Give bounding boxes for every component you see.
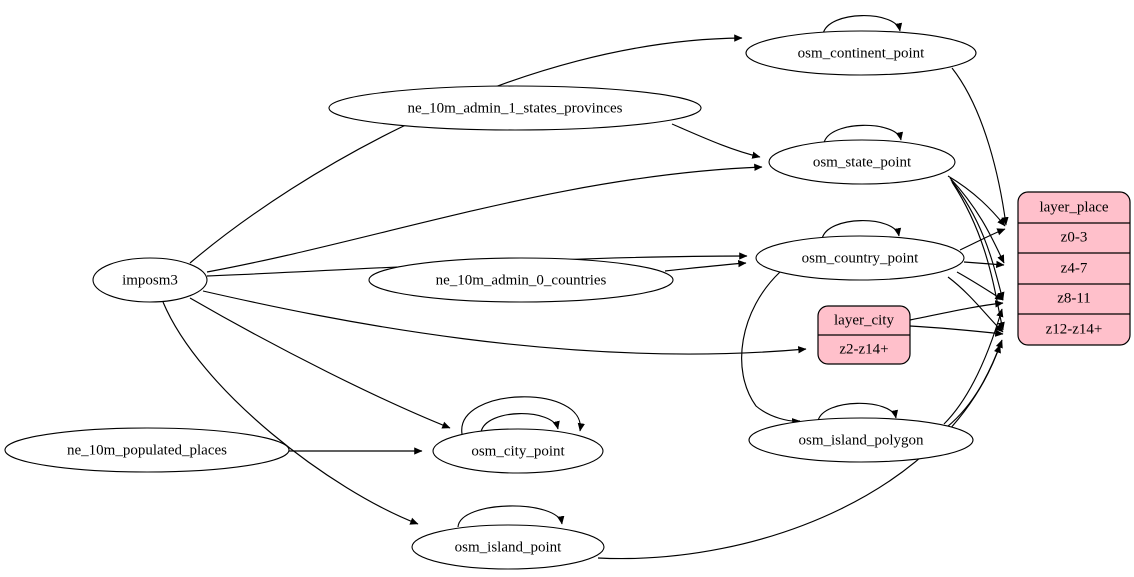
node-imposm3[interactable]: imposm3	[92, 257, 208, 303]
record-title-layer-city: layer_city	[834, 312, 894, 328]
record-title-layer-place: layer_place	[1039, 199, 1108, 215]
edge-layer-city-layer-place-z8-11	[909, 300, 1004, 321]
node-osm-country-point[interactable]: osm_country_point	[755, 235, 965, 281]
edge-self-osm-continent-point	[822, 15, 903, 35]
edge-layer-city-layer-place-z12-z14	[909, 325, 1004, 337]
record-layer-city[interactable]: layer_city z2-z14+	[817, 305, 911, 365]
edge-self-osm-state-point	[823, 124, 904, 144]
record-row-layer-place-0[interactable]: z0-3	[1061, 229, 1088, 245]
node-layer: imposm3 ne_10m_admin_1_states_provinces …	[4, 30, 977, 570]
edge-self-osm-island-polygon	[817, 402, 899, 422]
edge-self-osm-city-point-inner	[480, 413, 560, 433]
node-osm-state-point[interactable]: osm_state_point	[768, 139, 956, 185]
node-osm-continent-point[interactable]: osm_continent_point	[745, 30, 977, 76]
edge-osm-country-point-layer-place-z8-11	[956, 271, 1004, 301]
node-label-osm-country-point: osm_country_point	[802, 250, 919, 266]
edge-self-osm-city-point-outer	[461, 396, 585, 435]
node-label-imposm3: imposm3	[122, 272, 178, 288]
edge-layer	[162, 15, 1009, 560]
node-ne-10m-admin-1-states-provinces[interactable]: ne_10m_admin_1_states_provinces	[328, 85, 702, 131]
edge-imposm3-layer-city	[202, 290, 807, 355]
record-row-layer-city-0[interactable]: z2-z14+	[839, 341, 888, 357]
edge-self-osm-country-point	[821, 220, 902, 240]
edge-osm-island-point-layer-place-z12-z14	[597, 344, 1001, 560]
node-label-ne-countries: ne_10m_admin_0_countries	[436, 272, 607, 288]
edge-osm-country-point-layer-place-z0-3	[959, 228, 1006, 251]
edge-imposm3-osm-state-point	[206, 163, 763, 273]
node-label-osm-city-point: osm_city_point	[471, 443, 565, 459]
edge-ne-states-osm-state-point	[671, 123, 761, 159]
edge-osm-state-point-layer-place-z0-3	[947, 175, 1006, 227]
edge-imposm3-osm-city-point	[189, 297, 451, 429]
edge-osm-island-polygon-layer-place-z12-z14	[946, 339, 1003, 428]
node-label-osm-island-polygon: osm_island_polygon	[798, 432, 924, 448]
node-label-osm-state-point: osm_state_point	[813, 154, 912, 170]
node-ne-10m-admin-0-countries[interactable]: ne_10m_admin_0_countries	[368, 257, 674, 303]
edge-ne-countries-osm-country-point	[664, 259, 747, 272]
record-row-layer-place-3[interactable]: z12-z14+	[1046, 321, 1103, 337]
edge-imposm3-osm-continent-point	[189, 34, 743, 264]
edge-osm-state-point-layer-place-z8-11	[950, 179, 1005, 301]
record-layer: layer_city z2-z14+ layer_place z0-3 z4-7…	[817, 191, 1131, 365]
node-label-ne-states: ne_10m_admin_1_states_provinces	[408, 100, 623, 116]
record-row-layer-place-1[interactable]: z4-7	[1061, 260, 1088, 276]
edge-osm-continent-point-layer-place-z0-3	[951, 67, 1009, 226]
edge-self-osm-island-point	[457, 505, 565, 528]
edge-osm-island-polygon-layer-place-z8-11	[943, 308, 1004, 425]
record-row-layer-place-2[interactable]: z8-11	[1057, 290, 1091, 306]
node-label-osm-island-point: osm_island_point	[455, 539, 563, 555]
node-osm-island-polygon[interactable]: osm_island_polygon	[748, 417, 974, 463]
node-osm-city-point[interactable]: osm_city_point	[432, 428, 604, 474]
edge-osm-country-point-osm-island-polygon	[741, 271, 801, 426]
node-label-ne-populated: ne_10m_populated_places	[67, 442, 227, 458]
edge-osm-state-point-layer-place-z4-7	[949, 177, 1005, 264]
edge-osm-country-point-layer-place-z4-7	[963, 260, 1005, 268]
edge-imposm3-osm-island-point	[162, 301, 419, 525]
node-ne-10m-populated-places[interactable]: ne_10m_populated_places	[4, 427, 290, 473]
node-osm-island-point[interactable]: osm_island_point	[411, 524, 605, 570]
node-label-osm-continent-point: osm_continent_point	[798, 45, 925, 61]
record-layer-place[interactable]: layer_place z0-3 z4-7 z8-11 z12-z14+	[1017, 191, 1131, 346]
